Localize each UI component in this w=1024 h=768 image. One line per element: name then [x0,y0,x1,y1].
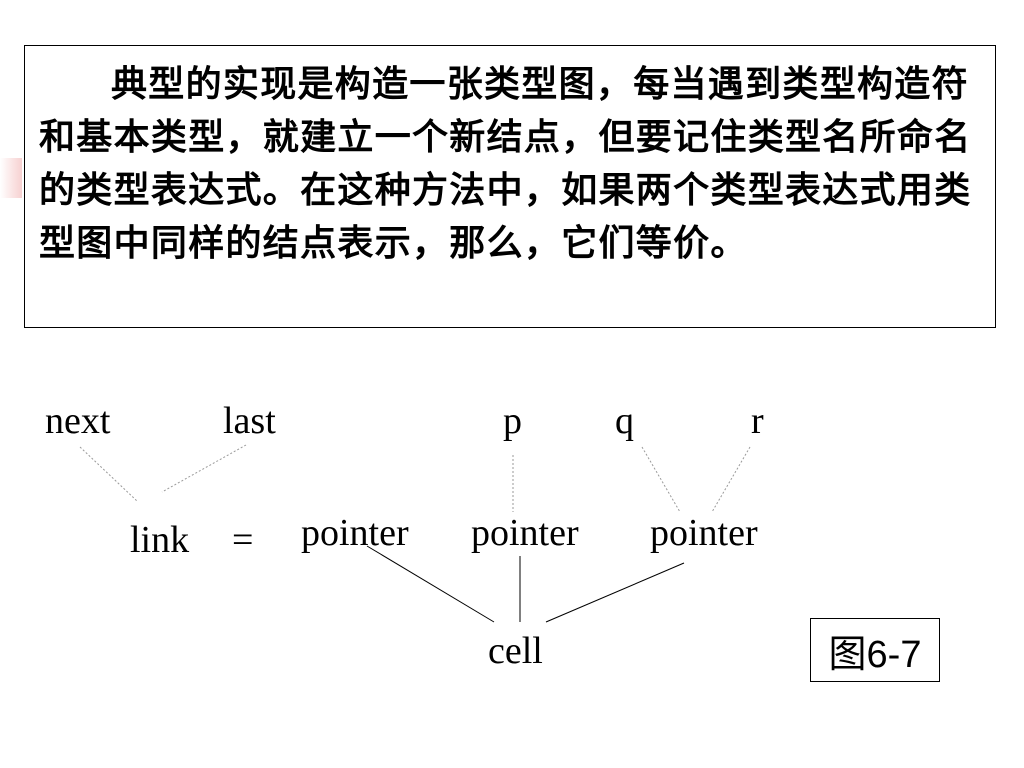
node-pointer-3: pointer [650,512,758,554]
node-cell: cell [488,630,543,672]
edge-pointer3-cell [545,562,685,623]
edge-next-link [79,446,139,503]
node-pointer-1: pointer [301,512,409,554]
figure-label: 图6-7 [828,633,922,676]
node-r: r [751,400,764,442]
equals-sign: = [232,519,253,561]
edge-q-pointer [641,446,681,513]
decorative-slide-mark [0,158,22,198]
description-box: 典型的实现是构造一张类型图，每当遇到类型构造符和基本类型，就建立一个新结点，但要… [24,45,996,328]
node-link: link [130,519,189,561]
description-text: 典型的实现是构造一张类型图，每当遇到类型构造符和基本类型，就建立一个新结点，但要… [39,63,972,264]
edge-last-link [161,444,247,493]
node-pointer-2: pointer [471,512,579,554]
edge-r-pointer [711,446,751,513]
node-p: p [503,400,522,442]
figure-label-box: 图6-7 [810,618,940,682]
node-next: next [45,400,111,442]
node-q: q [615,400,634,442]
edge-pointer1-cell [366,545,495,623]
node-last: last [223,400,276,442]
